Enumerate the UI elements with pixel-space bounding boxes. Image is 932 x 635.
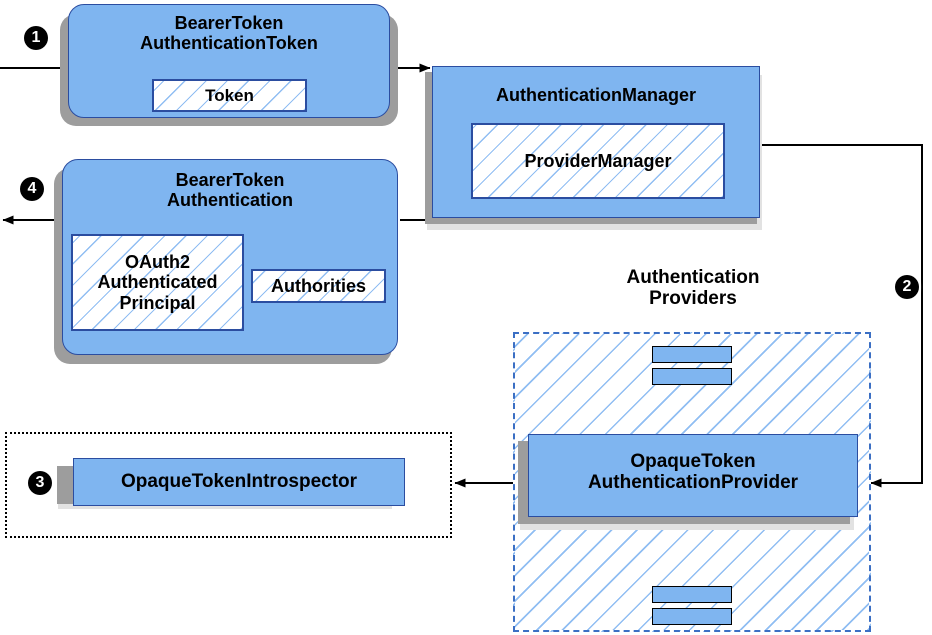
token-inner-label: Token — [205, 85, 254, 105]
step-badge-1-label: 1 — [31, 29, 41, 46]
step-badge-4: 4 — [20, 177, 44, 201]
bearer-token-authentication[interactable]: BearerToken Authentication OAuth2 Authen… — [62, 159, 398, 355]
bearer-token-authentication-token[interactable]: BearerToken AuthenticationToken Token — [68, 4, 390, 118]
step-badge-2: 2 — [895, 275, 919, 299]
oauth2-authenticated-principal-box[interactable]: OAuth2 Authenticated Principal — [71, 234, 244, 331]
authorities-label: Authorities — [270, 275, 366, 296]
step-badge-3-label: 3 — [35, 474, 45, 491]
provider-stack-bar-bottom-2 — [652, 608, 732, 625]
provider-stack-bar-bottom-1 — [652, 586, 732, 603]
bearer-token-authentication-token-title: BearerToken AuthenticationToken — [140, 13, 318, 54]
step-badge-1: 1 — [24, 26, 48, 50]
step-badge-3: 3 — [28, 471, 52, 495]
oauth2-authenticated-principal-label: OAuth2 Authenticated Principal — [97, 252, 218, 313]
authentication-providers-caption: Authentication Providers — [626, 267, 760, 310]
opaque-token-introspector-group — [5, 432, 452, 538]
authentication-manager-title: AuthenticationManager — [495, 85, 696, 105]
token-inner-box[interactable]: Token — [152, 79, 307, 112]
step-badge-2-label: 2 — [902, 278, 912, 295]
authentication-manager[interactable]: AuthenticationManager ProviderManager — [432, 66, 760, 218]
opaque-token-introspector-title: OpaqueTokenIntrospector — [120, 471, 358, 492]
step-badge-4-label: 4 — [27, 180, 37, 197]
provider-stack-bar-top-1 — [652, 346, 732, 363]
authorities-box[interactable]: Authorities — [251, 269, 386, 303]
opaque-token-authentication-provider-title: OpaqueToken AuthenticationProvider — [587, 451, 799, 494]
provider-manager-inner-box[interactable]: ProviderManager — [471, 123, 725, 199]
opaque-token-introspector[interactable]: OpaqueTokenIntrospector — [73, 458, 405, 506]
opaque-token-authentication-provider[interactable]: OpaqueToken AuthenticationProvider — [528, 434, 858, 517]
provider-manager-inner-label: ProviderManager — [524, 150, 672, 171]
provider-stack-bar-top-2 — [652, 368, 732, 385]
bearer-token-authentication-title: BearerToken Authentication — [167, 170, 293, 211]
